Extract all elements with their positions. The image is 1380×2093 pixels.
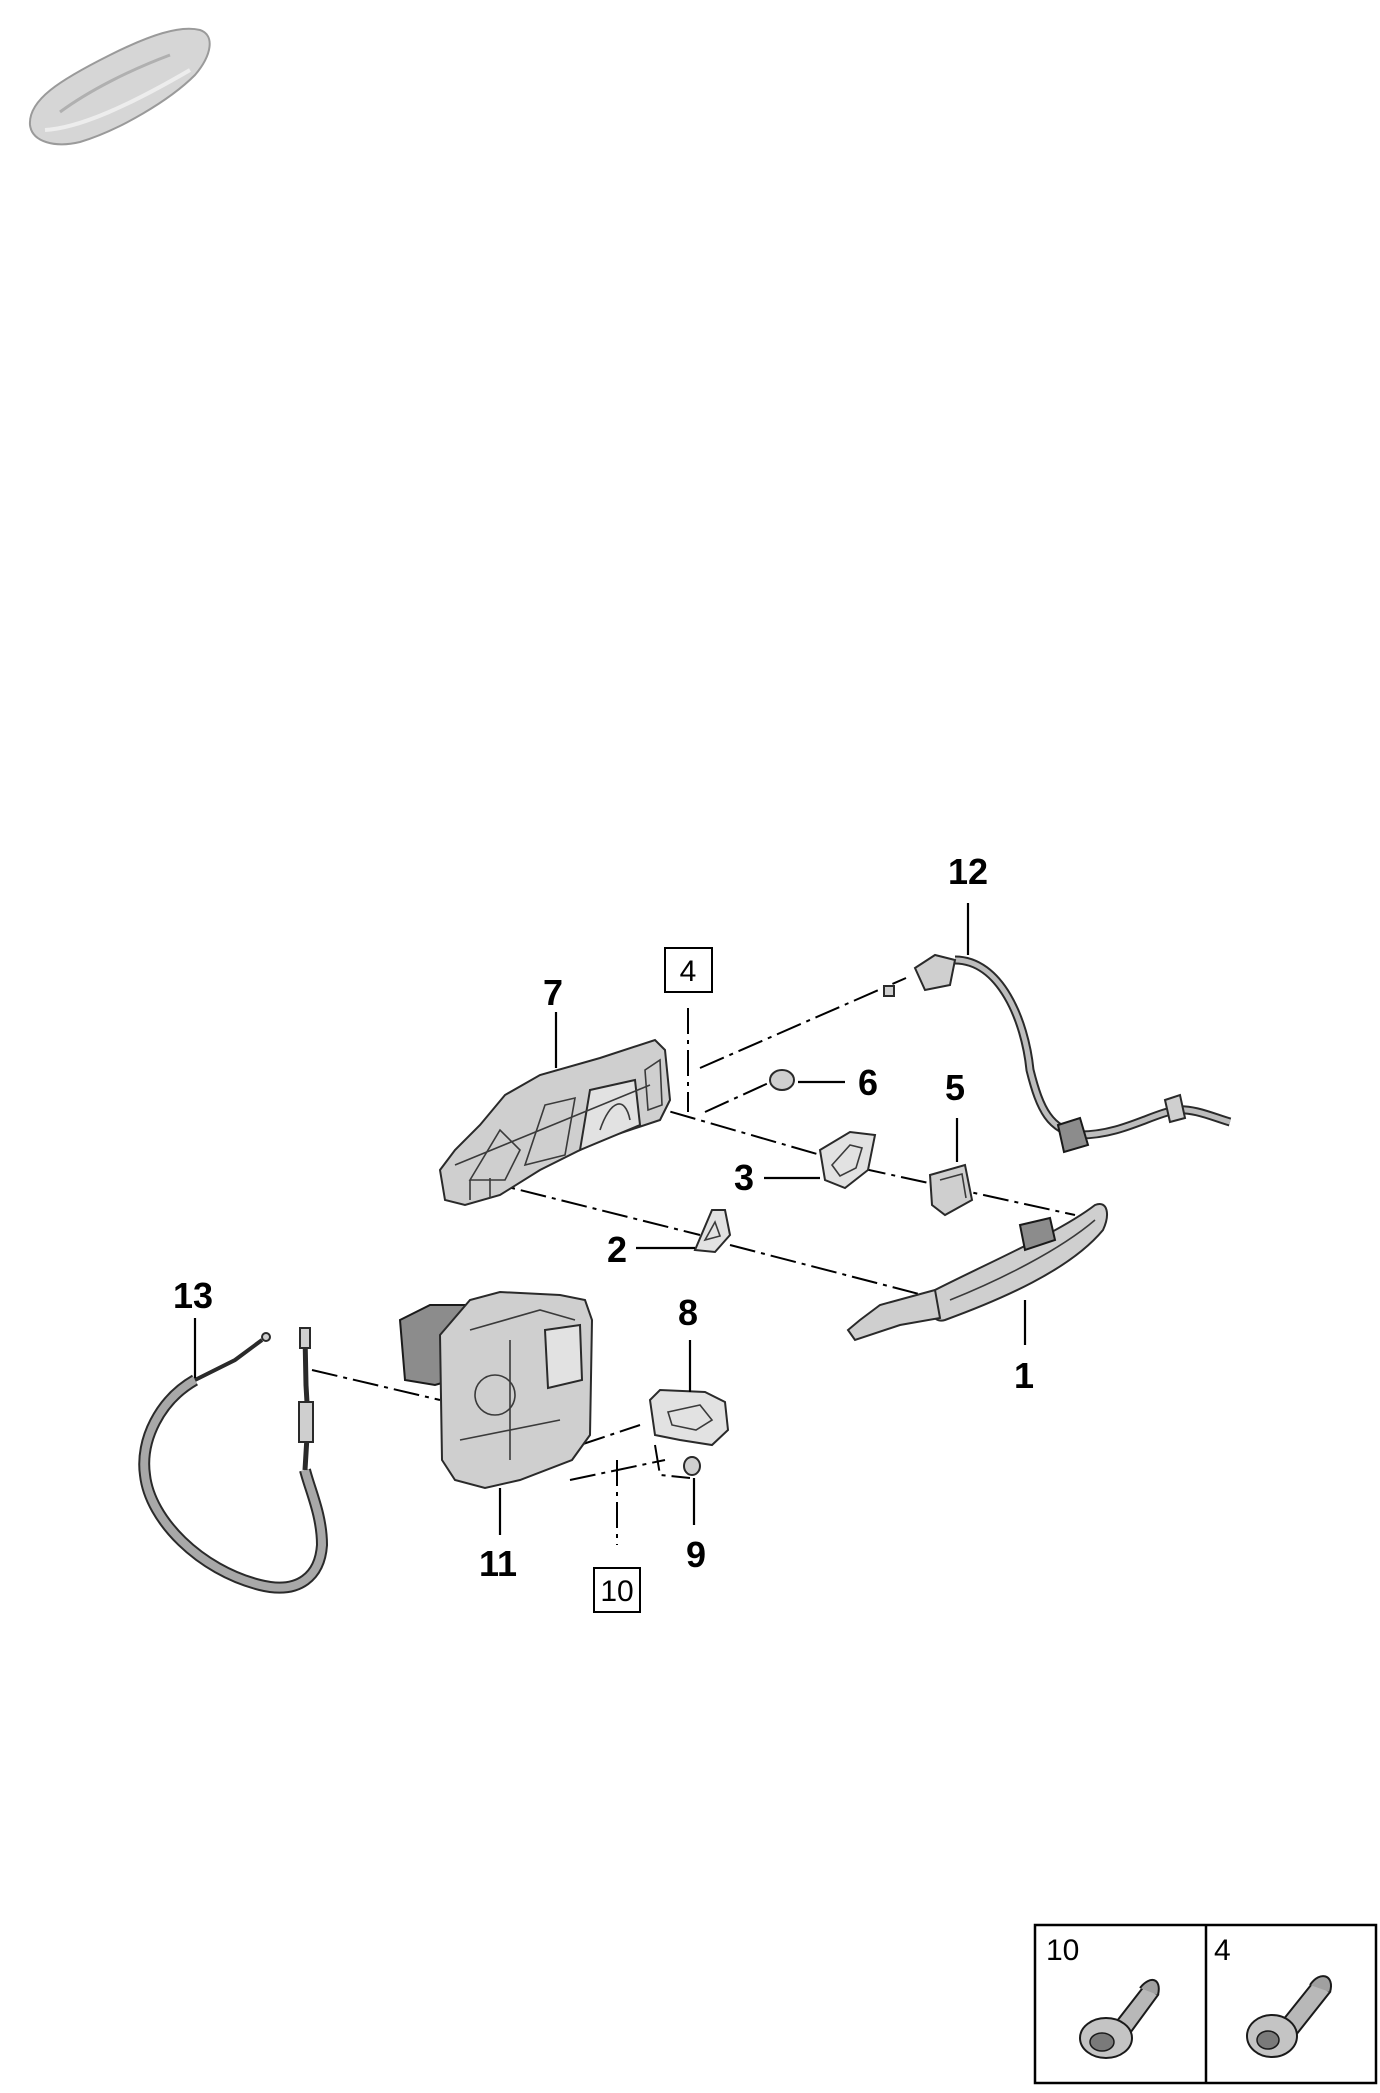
- part-12-cable: [883, 953, 1232, 1154]
- callout-8: 8: [678, 1292, 698, 1333]
- legend-label-10: 10: [1046, 1934, 1079, 1967]
- part-7-handle-carrier: [438, 1038, 672, 1207]
- assembly-lines: [311, 977, 1076, 1545]
- part-3-gasket: [818, 1130, 877, 1190]
- svg-text:10: 10: [600, 1575, 633, 1608]
- part-2-gasket: [693, 1209, 732, 1254]
- svg-text:4: 4: [680, 955, 697, 988]
- torx-screw-icon: [1246, 1975, 1332, 2058]
- part-5-cap: [928, 1163, 974, 1217]
- callout-5: 5: [945, 1067, 965, 1108]
- torx-screw-icon: [1079, 1979, 1160, 2059]
- car-silhouette-icon: [28, 27, 211, 146]
- part-11-door-lock: [398, 1290, 594, 1490]
- callout-2: 2: [607, 1229, 627, 1270]
- boxed-ref-4: 4: [664, 947, 713, 993]
- callout-13: 13: [173, 1275, 213, 1316]
- callout-12: 12: [948, 851, 988, 892]
- legend-label-4: 4: [1214, 1934, 1231, 1967]
- callout-1: 1: [1014, 1355, 1034, 1396]
- part-1-door-handle: [846, 1203, 1108, 1342]
- part-9-nut: [683, 1456, 701, 1476]
- leader-lines: [193, 903, 1027, 1535]
- callout-9: 9: [686, 1534, 706, 1575]
- fastener-legend: 10 4: [1033, 1923, 1378, 2085]
- callout-7: 7: [543, 972, 563, 1013]
- callout-6: 6: [858, 1062, 878, 1103]
- callout-11: 11: [479, 1543, 517, 1584]
- part-8-seal: [648, 1388, 730, 1447]
- part-13-bowden-cable: [138, 1327, 329, 1594]
- callout-3: 3: [734, 1157, 754, 1198]
- callout-labels: 12 7 6 5 3 2 1 13 8 9 11: [173, 851, 1034, 1584]
- boxed-ref-10: 10: [593, 1567, 641, 1613]
- part-6-plug: [769, 1069, 795, 1091]
